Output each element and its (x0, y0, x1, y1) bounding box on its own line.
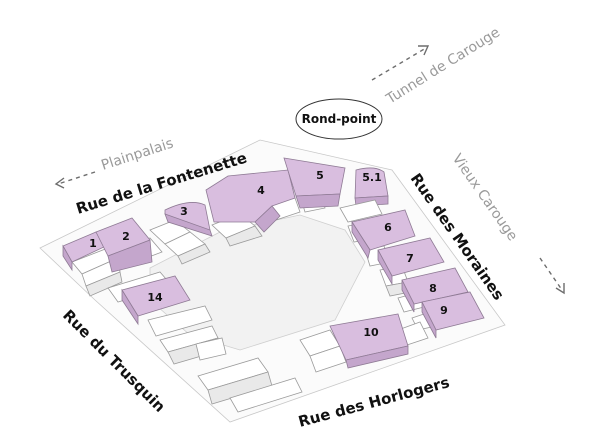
lot-3[interactable] (164, 202, 213, 237)
lot-10[interactable] (329, 313, 409, 369)
lot-number-8: 8 (429, 282, 437, 295)
lot-number-9: 9 (440, 304, 448, 317)
arrow-carouge-tunnel (371, 45, 430, 81)
lot-number-10: 10 (363, 326, 379, 339)
lot-14[interactable] (121, 275, 191, 326)
lot-number-14: 14 (147, 291, 163, 304)
roundabout-label: Rond-point (302, 112, 377, 126)
lot-6[interactable] (351, 209, 416, 260)
lot-number-5: 5 (316, 169, 324, 182)
lot-number-7: 7 (406, 252, 414, 265)
lot-7[interactable] (377, 237, 445, 286)
lot-2[interactable] (95, 217, 153, 273)
roundabout[interactable]: Rond-point (295, 98, 383, 140)
arrow-plainpalais (54, 171, 96, 189)
lot-9[interactable] (421, 291, 485, 339)
lot-number-4: 4 (257, 184, 265, 197)
lot-4[interactable] (205, 169, 296, 233)
lot-5[interactable] (283, 157, 346, 209)
lot-number-3: 3 (180, 205, 188, 218)
lot-number-2: 2 (122, 230, 130, 243)
lot-8[interactable] (401, 267, 469, 313)
lot-number-6: 6 (384, 221, 392, 234)
arrow-vieux-carouge (539, 257, 565, 295)
direction-carouge-tunnel: Tunnel de Carouge (383, 25, 503, 108)
lot-number-1: 1 (89, 237, 97, 250)
lot-number-5-1: 5.1 (362, 171, 382, 184)
direction-plainpalais: Plainpalais (99, 135, 175, 173)
